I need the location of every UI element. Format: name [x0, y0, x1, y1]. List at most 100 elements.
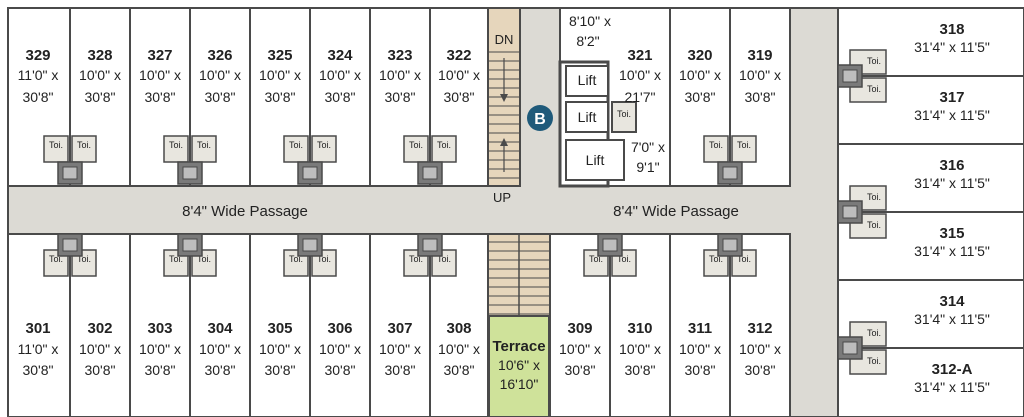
- room-dimension: 10'0" x: [139, 67, 181, 83]
- room-dimension: 10'0" x: [319, 67, 361, 83]
- room-dimension: 10'0" x: [559, 341, 601, 357]
- room-dimension: 10'0" x: [739, 67, 781, 83]
- room-number: 325: [267, 47, 292, 64]
- toilet-label: Toi.: [709, 254, 723, 264]
- room-dimension: 30'8": [564, 362, 595, 378]
- toilet-label: Toi.: [197, 140, 211, 150]
- room-number: 328: [87, 47, 112, 64]
- room-dimension: 10'0" x: [139, 341, 181, 357]
- toilet-pair: Toi.Toi.: [163, 233, 217, 277]
- toilet-label: Toi.: [867, 192, 881, 202]
- toilet-label: Toi.: [317, 254, 331, 264]
- terrace-name: Terrace: [492, 338, 545, 355]
- room-dimension: 10'0" x: [379, 67, 421, 83]
- room-number: 312: [747, 320, 772, 337]
- toilet-pair: Toi. Toi.: [703, 135, 757, 185]
- top-room-cell: [69, 7, 131, 187]
- room-dimension: 10'0" x: [79, 67, 121, 83]
- toilet-pair: Toi.Toi.: [43, 135, 97, 185]
- room-dimension: 30'8": [324, 89, 355, 105]
- room-dimension: 30'8": [22, 362, 53, 378]
- room-dimension: 10'0" x: [79, 341, 121, 357]
- room-dimension: 30'8": [144, 362, 175, 378]
- room-dimension: 10'0" x: [379, 341, 421, 357]
- room-number: 316: [939, 157, 964, 174]
- outer-wall: [7, 7, 1024, 417]
- toilet-label: Toi.: [617, 254, 631, 264]
- room-dimension: 30'8": [264, 89, 295, 105]
- room-dimension: 31'4" x 11'5": [914, 175, 990, 191]
- room-dimension: 30'8": [204, 362, 235, 378]
- terrace-dim-1: 10'6" x: [498, 357, 540, 373]
- toilet-label: Toi.: [867, 356, 881, 366]
- toilet-label: Toi.: [409, 140, 423, 150]
- room-dimension: 31'4" x 11'5": [914, 311, 990, 327]
- room-number: 312-A: [932, 361, 973, 378]
- room-dimension: 10'0" x: [259, 67, 301, 83]
- room-number: 306: [327, 320, 352, 337]
- lift-label-2: Lift: [578, 109, 597, 125]
- room-dimension: 30'8": [443, 362, 474, 378]
- room-number: 302: [87, 320, 112, 337]
- room-dimension: 30'8": [744, 362, 775, 378]
- toilet-label: Toi.: [737, 254, 751, 264]
- toilet-label: Toi.: [49, 254, 63, 264]
- toilet-pair: Toi.Toi.: [283, 135, 337, 185]
- room-number: 315: [939, 225, 964, 242]
- toilet-label: Toi.: [197, 254, 211, 264]
- staircase-top: [487, 7, 521, 187]
- room-dimension: 30'8": [84, 362, 115, 378]
- toilet-pair: Toi.Toi.: [837, 49, 887, 103]
- room-dimension: 30'8": [384, 362, 415, 378]
- room-number: 309: [567, 320, 592, 337]
- toilet-label: Toi.: [437, 140, 451, 150]
- room-dimension: 31'4" x 11'5": [914, 39, 990, 55]
- room-dimension: 10'0" x: [619, 67, 661, 83]
- toilet-label: Toi.: [737, 140, 751, 150]
- toilet-label: Toi.: [709, 140, 723, 150]
- room-dimension: 30'8": [684, 362, 715, 378]
- room-number: 324: [327, 47, 353, 64]
- terrace-dim-2: 16'10": [500, 376, 539, 392]
- toilet-label: Toi.: [49, 140, 63, 150]
- room-number: 320: [687, 47, 712, 64]
- toilet-label: Toi.: [867, 220, 881, 230]
- room-dimension: 30'8": [684, 89, 715, 105]
- lift-room-dim-2: 9'1": [636, 159, 659, 175]
- room-dimension: 21'7": [624, 89, 655, 105]
- room-dimension: 31'4" x 11'5": [914, 379, 990, 395]
- room-number: 323: [387, 47, 412, 64]
- staircase-bottom: [487, 233, 551, 317]
- toilet-label: Toi.: [437, 254, 451, 264]
- room-dimension: 30'8": [744, 89, 775, 105]
- room-number: 310: [627, 320, 652, 337]
- room-dimension: 30'8": [443, 89, 474, 105]
- room-dimension: 11'0" x: [18, 341, 59, 357]
- horizontal-passage: [8, 186, 838, 234]
- toilet-label: Toi.: [169, 140, 183, 150]
- toilet-label: Toi.: [867, 84, 881, 94]
- room-number: 321: [627, 47, 652, 64]
- toilet-label: Toi.: [289, 254, 303, 264]
- room-dimension: 31'4" x 11'5": [914, 107, 990, 123]
- toilet-pair: Toi. Toi.: [703, 233, 757, 277]
- room-number: 329: [25, 47, 50, 64]
- room-dimension: 30'8": [144, 89, 175, 105]
- lift-label-3: Lift: [586, 152, 605, 168]
- toilet-pair: Toi.Toi.: [837, 321, 887, 375]
- room-dimension: 31'4" x 11'5": [914, 243, 990, 259]
- room-number: 307: [387, 320, 412, 337]
- room-dimension: 30'8": [84, 89, 115, 105]
- toilet-label: Toi.: [317, 140, 331, 150]
- room-number: 317: [939, 89, 964, 106]
- room-dimension: 10'0" x: [438, 67, 480, 83]
- toilet-label: Toi.: [77, 254, 91, 264]
- lift-corridor: [520, 8, 560, 186]
- room-number: 319: [747, 47, 772, 64]
- room-number: 301: [25, 320, 50, 337]
- lift-block: [558, 60, 637, 188]
- toilet-pair: Toi. Toi.: [403, 135, 457, 185]
- lift-room-dim-1: 7'0" x: [631, 139, 665, 155]
- stair-down-label: DN: [495, 32, 514, 47]
